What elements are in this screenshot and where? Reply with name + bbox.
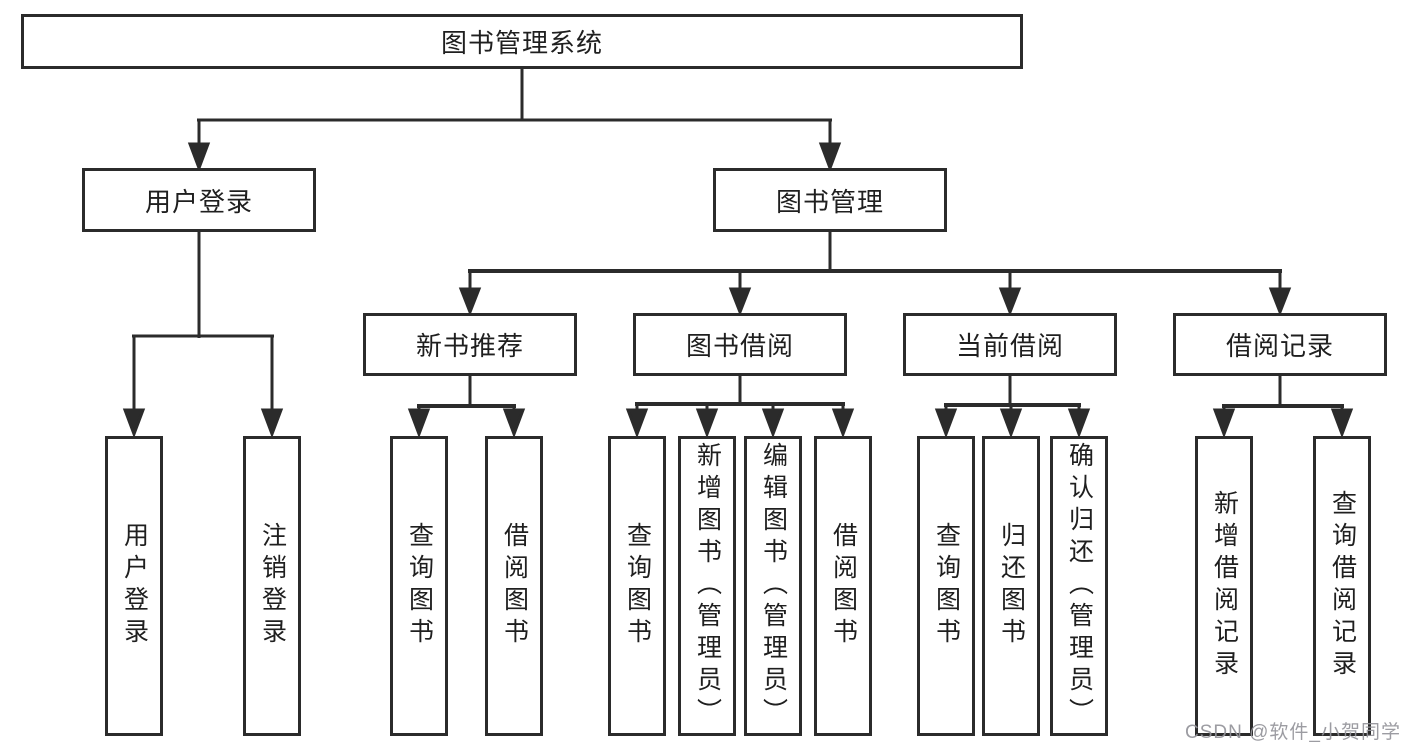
leaf-query-borrow-record: 查询借阅记录 bbox=[1313, 436, 1371, 736]
leaf-borrow-books: 借阅图书 bbox=[814, 436, 872, 736]
leaf-return-books: 归还图书 bbox=[982, 436, 1040, 736]
node-label: 图书管理 bbox=[775, 186, 884, 217]
node-label: 新书推荐 bbox=[415, 331, 524, 361]
leaf-label: 借阅图书 bbox=[500, 522, 529, 650]
leaf-add-borrow-record: 新增借阅记录 bbox=[1195, 436, 1253, 736]
node-book-borrow: 图书借阅 bbox=[633, 313, 847, 376]
leaf-query-books-current: 查询图书 bbox=[917, 436, 975, 736]
leaf-label: 用户登录 bbox=[120, 522, 149, 650]
leaf-label: 查询借阅记录 bbox=[1328, 490, 1357, 682]
leaf-label: 新增借阅记录 bbox=[1210, 490, 1239, 682]
leaf-label: 确认归还（管理员） bbox=[1065, 442, 1094, 730]
leaf-edit-books-admin: 编辑图书（管理员） bbox=[744, 436, 802, 736]
leaf-confirm-return-admin: 确认归还（管理员） bbox=[1050, 436, 1108, 736]
leaf-add-books-admin: 新增图书（管理员） bbox=[678, 436, 736, 736]
leaf-logout: 注销登录 bbox=[243, 436, 301, 736]
leaf-label: 归还图书 bbox=[997, 522, 1026, 650]
node-label: 图书借阅 bbox=[685, 331, 794, 361]
leaf-label: 查询图书 bbox=[405, 522, 434, 650]
leaf-query-books-recommend: 查询图书 bbox=[390, 436, 448, 736]
node-library-management-system: 图书管理系统 bbox=[21, 14, 1023, 69]
leaf-label: 查询图书 bbox=[932, 522, 961, 650]
csdn-watermark: CSDN @软件_小贺同学 bbox=[1185, 722, 1401, 743]
node-label: 借阅记录 bbox=[1225, 331, 1334, 361]
node-current-borrow: 当前借阅 bbox=[903, 313, 1117, 376]
node-label: 图书管理系统 bbox=[440, 28, 603, 58]
node-user-login: 用户登录 bbox=[82, 168, 316, 232]
node-new-book-recommend: 新书推荐 bbox=[363, 313, 577, 376]
leaf-label: 注销登录 bbox=[258, 522, 287, 650]
leaf-user-login: 用户登录 bbox=[105, 436, 163, 736]
node-label: 当前借阅 bbox=[955, 331, 1064, 361]
leaf-label: 借阅图书 bbox=[829, 522, 858, 650]
leaf-label: 新增图书（管理员） bbox=[693, 442, 722, 730]
node-label: 用户登录 bbox=[144, 186, 253, 217]
node-book-management: 图书管理 bbox=[713, 168, 947, 232]
leaf-query-books-borrow: 查询图书 bbox=[608, 436, 666, 736]
leaf-label: 编辑图书（管理员） bbox=[759, 442, 788, 730]
leaf-label: 查询图书 bbox=[623, 522, 652, 650]
node-borrow-records: 借阅记录 bbox=[1173, 313, 1387, 376]
leaf-borrow-books-recommend: 借阅图书 bbox=[485, 436, 543, 736]
